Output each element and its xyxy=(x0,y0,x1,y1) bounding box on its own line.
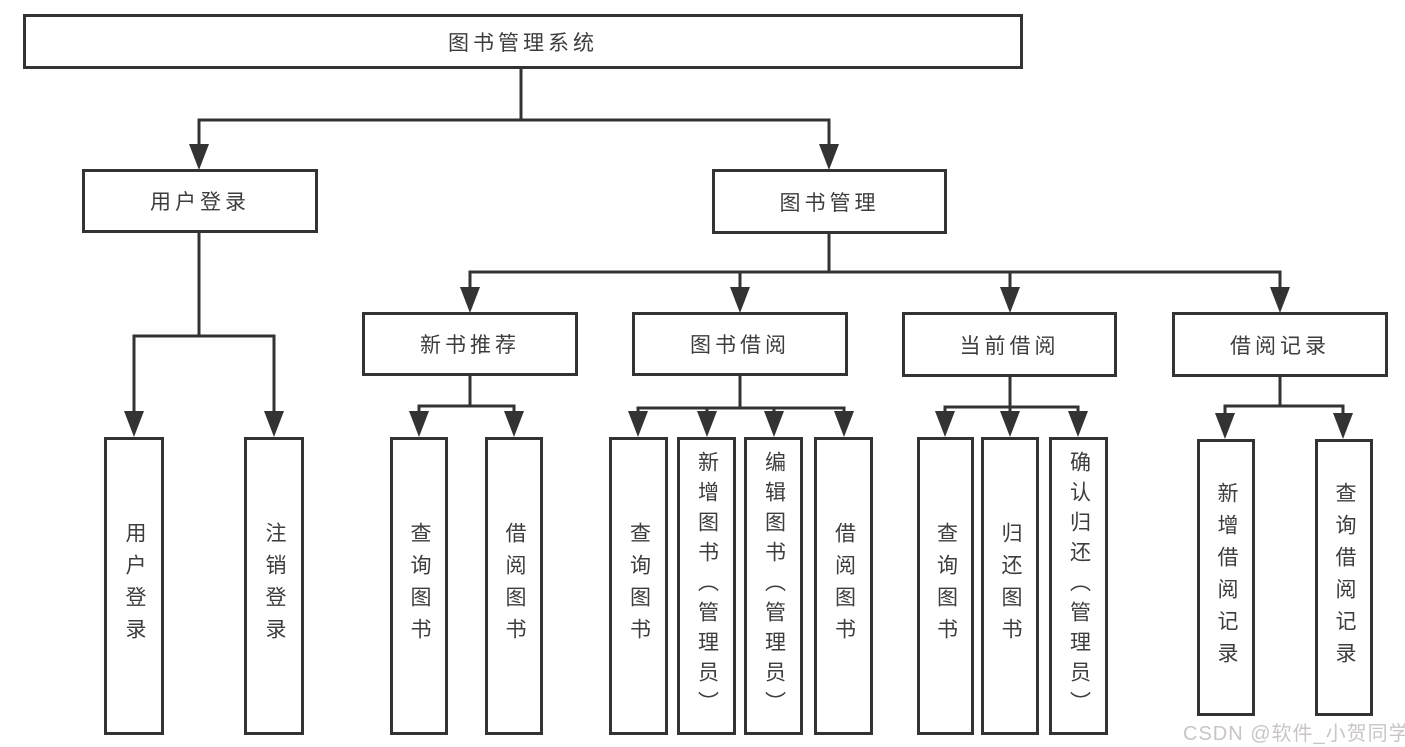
leaf-query-borrow-record: 查询借阅记录 xyxy=(1315,439,1373,716)
leaf-borrow-book-recommend-label: 借阅图书 xyxy=(503,522,526,650)
arrowheads xyxy=(124,144,1353,439)
node-user-login-label: 用户登录 xyxy=(150,191,250,214)
leaf-borrow-book: 借阅图书 xyxy=(814,437,873,735)
node-borrow-record-label: 借阅记录 xyxy=(1230,334,1330,358)
node-book-borrow-label: 图书借阅 xyxy=(690,334,790,357)
leaf-add-book-admin: 新增图书（管理员） xyxy=(677,437,736,735)
leaf-query-book-current: 查询图书 xyxy=(917,437,974,735)
leaf-user-login: 用户登录 xyxy=(104,437,164,735)
leaf-edit-book-admin-label: 编辑图书（管理员） xyxy=(762,451,786,721)
leaf-query-borrow-record-label: 查询借阅记录 xyxy=(1333,481,1356,674)
node-new-book-recommend: 新书推荐 xyxy=(362,312,578,376)
connector-lines xyxy=(132,68,1345,424)
leaf-confirm-return-admin-label: 确认归还（管理员） xyxy=(1067,451,1091,721)
leaf-query-book-borrow: 查询图书 xyxy=(609,437,668,735)
node-book-management-label: 图书管理 xyxy=(779,191,880,215)
leaf-return-book-label: 归还图书 xyxy=(999,522,1022,650)
leaf-logout: 注销登录 xyxy=(244,437,304,735)
leaf-query-book-recommend-label: 查询图书 xyxy=(408,522,431,650)
node-borrow-record: 借阅记录 xyxy=(1172,312,1388,377)
leaf-query-book-current-label: 查询图书 xyxy=(934,522,958,650)
node-current-borrow-label: 当前借阅 xyxy=(959,334,1060,358)
node-user-login: 用户登录 xyxy=(82,169,318,233)
node-current-borrow: 当前借阅 xyxy=(902,312,1117,377)
leaf-edit-book-admin: 编辑图书（管理员） xyxy=(744,437,803,735)
leaf-add-borrow-record-label: 新增借阅记录 xyxy=(1215,481,1238,674)
leaf-borrow-book-label: 借阅图书 xyxy=(832,522,856,650)
node-root: 图书管理系统 xyxy=(23,14,1023,69)
leaf-add-book-admin-label: 新增图书（管理员） xyxy=(695,451,719,721)
leaf-user-login-label: 用户登录 xyxy=(123,522,146,650)
leaf-borrow-book-recommend: 借阅图书 xyxy=(485,437,543,735)
node-root-label: 图书管理系统 xyxy=(448,31,598,55)
leaf-query-book-borrow-label: 查询图书 xyxy=(627,522,651,650)
node-book-borrow: 图书借阅 xyxy=(632,312,848,376)
node-book-management: 图书管理 xyxy=(712,169,947,234)
leaf-add-borrow-record: 新增借阅记录 xyxy=(1197,439,1255,716)
leaf-return-book: 归还图书 xyxy=(981,437,1039,735)
node-new-book-recommend-label: 新书推荐 xyxy=(420,334,520,357)
leaf-query-book-recommend: 查询图书 xyxy=(390,437,448,735)
leaf-confirm-return-admin: 确认归还（管理员） xyxy=(1049,437,1108,735)
leaf-logout-label: 注销登录 xyxy=(263,522,286,650)
